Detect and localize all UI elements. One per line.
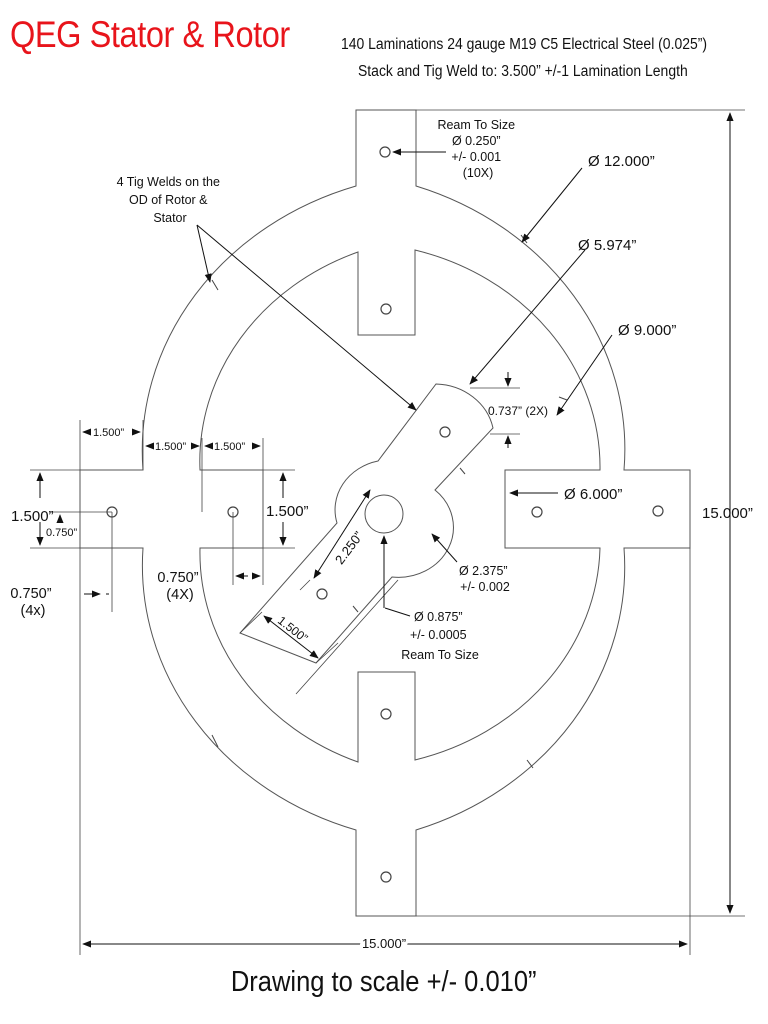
ream-hole (652, 505, 664, 517)
rotor-bore (364, 494, 404, 534)
stator-inner-outline (199, 249, 601, 763)
dim-diameter-0875: Ø 0.875” +/- 0.0005 Ream To Size (401, 610, 479, 662)
dim-1500-left: 1.500” (11, 508, 54, 525)
ream-hole (380, 708, 392, 720)
ream-hole (380, 303, 392, 315)
stack-weld-spec: Stack and Tig Weld to: 3.500” +/-1 Lamin… (358, 63, 688, 80)
ream-hole (439, 426, 451, 438)
dim-0750-4x: 0.750” (4X) (157, 570, 202, 603)
dim-1500-top-b: 1.500” (155, 441, 187, 453)
dim-diameter-9: Ø 9.000” (618, 322, 676, 339)
ream-hole-note: Ream To Size Ø 0.250” +/- 0.001 (10X) (437, 118, 518, 180)
tig-weld-note: 4 Tig Welds on the OD of Rotor & Stator (117, 175, 224, 225)
stator-outer-outline (79, 109, 691, 917)
dim-width-15: 15.000” (362, 936, 406, 951)
dim-diameter-6: Ø 6.000” (564, 486, 622, 503)
dim-height-15: 15.000” (702, 505, 753, 522)
dim-2250: 2.250” (332, 529, 366, 567)
dim-0750-4x-small: 0.750” (4x) (10, 586, 55, 619)
ream-hole (531, 506, 543, 518)
ream-hole (316, 588, 328, 600)
dim-1500-rotor: 1.500” (275, 613, 310, 645)
dim-0750-left: 0.750” (46, 527, 78, 539)
dim-diameter-2375: Ø 2.375” +/- 0.002 (459, 564, 511, 594)
scale-note: Drawing to scale +/- 0.010” (231, 966, 537, 998)
dim-diameter-12: Ø 12.000” (588, 153, 655, 170)
ream-hole (379, 146, 391, 158)
dim-1500-top-c: 1.500” (214, 441, 246, 453)
dim-diameter-5974: Ø 5.974” (578, 237, 636, 254)
dim-1500-mid: 1.500” (266, 503, 309, 520)
lamination-spec: 140 Laminations 24 gauge M19 C5 Electric… (341, 36, 708, 53)
dim-0737: 0.737” (2X) (488, 404, 548, 418)
drawing-title: QEG Stator & Rotor (10, 14, 290, 55)
dim-1500-top-a: 1.500” (93, 427, 125, 439)
ream-hole (380, 871, 392, 883)
rotor-outline (239, 383, 494, 664)
